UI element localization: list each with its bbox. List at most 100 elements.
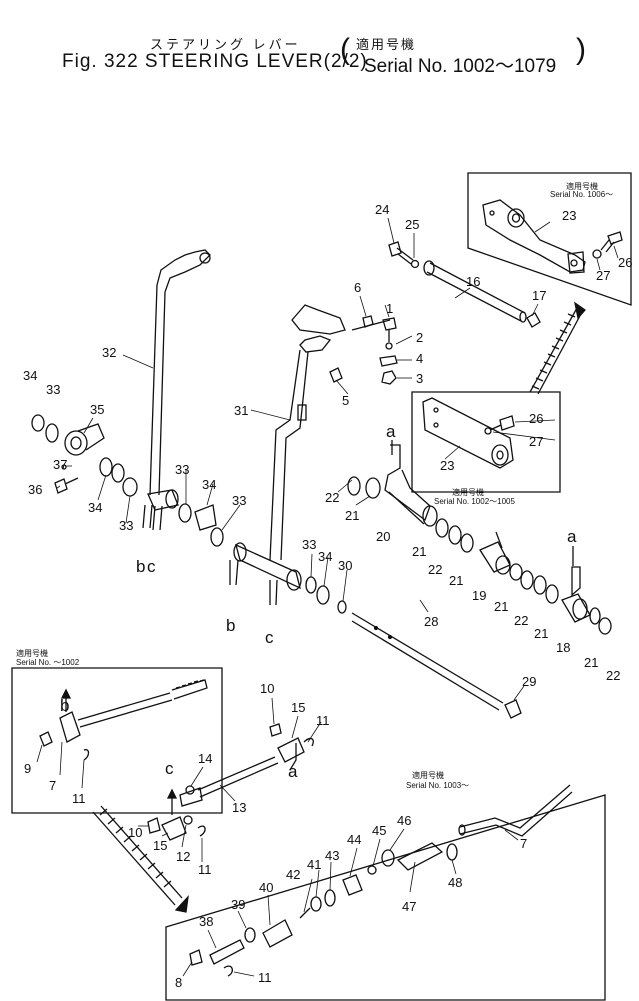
callout: 10 (260, 681, 274, 696)
lever-18 (561, 566, 591, 623)
callout: 11 (72, 791, 86, 806)
callout: 7 (520, 836, 527, 851)
bolt-24 (388, 241, 414, 265)
leader-lines (36, 217, 619, 977)
bushing-21-g (589, 607, 601, 625)
pin-11-lower (197, 825, 206, 837)
seal-22-a (347, 476, 361, 496)
bushing-43 (324, 889, 336, 907)
washer-25 (410, 259, 420, 269)
washer-27-middle (484, 427, 492, 435)
washer-27-top (592, 249, 602, 259)
callout: 1 (386, 301, 393, 316)
rod-left-inset (59, 679, 208, 743)
callout: 21 (449, 573, 463, 588)
callout: 21 (534, 626, 548, 641)
washer-14 (185, 785, 195, 795)
bushing-33-left (45, 423, 59, 443)
callout: 33 (302, 537, 316, 552)
letter-marker: a (567, 527, 577, 546)
callout: 34 (23, 368, 37, 383)
lever-32 (142, 249, 211, 531)
callout: 5 (342, 393, 349, 408)
pin-11-bottom (223, 965, 233, 977)
adapter-47 (396, 842, 444, 871)
callout: 18 (556, 640, 570, 655)
callout: 47 (402, 899, 416, 914)
callout: 13 (232, 800, 246, 815)
letter-marker: b (226, 616, 235, 635)
callout: 7 (49, 778, 56, 793)
sleeve-40 (262, 919, 293, 948)
spring-44 (342, 874, 363, 896)
callout: 34 (88, 500, 102, 515)
callout: 36 (28, 482, 42, 497)
callout: 29 (522, 674, 536, 689)
japanese-applicable-label: 適用号機 (356, 37, 417, 52)
letter-marker: c (165, 759, 174, 778)
callout: 2 (416, 330, 423, 345)
callout: 26 (618, 255, 632, 270)
inset-left-serial: Serial No. ～1002 (16, 658, 80, 667)
inset-top-right-jp: 適用号機 (566, 181, 598, 191)
japanese-title: ステアリング レバー (150, 37, 301, 52)
nut-46 (381, 849, 395, 867)
callout: 17 (532, 288, 546, 303)
callout: 33 (232, 493, 246, 508)
yoke-15 (161, 816, 187, 841)
callout: 21 (494, 599, 508, 614)
striped-arrow-to-bottom-inset (92, 805, 189, 913)
seal-34-b (194, 504, 217, 531)
inset-bottom-serial: Serial No. 1003～ (406, 781, 469, 790)
letter-marker: a (288, 762, 298, 781)
callout: 42 (286, 867, 300, 882)
bushing-21-e (533, 575, 547, 595)
cam-35 (64, 423, 105, 456)
pin-11-upper (303, 737, 314, 747)
callout: 6 (354, 280, 361, 295)
inset-captions: 適用号機 Serial No. 1006～ 適用号機 Serial No. 10… (16, 181, 613, 790)
callout: 15 (291, 700, 305, 715)
callout: 23 (562, 208, 576, 223)
seal-22-c (520, 570, 534, 590)
callout: 3 (416, 371, 423, 386)
callout: 14 (198, 751, 212, 766)
callout: 10 (128, 825, 142, 840)
figure-title: Fig. 322 STEERING LEVER(2/2) (62, 51, 368, 72)
lever-20 (384, 444, 438, 527)
callout: 28 (424, 614, 438, 629)
callout: 33 (46, 382, 60, 397)
callout: 21 (412, 544, 426, 559)
seal-22-d (598, 617, 612, 635)
letter-marker: b (136, 557, 145, 576)
seal-34-c (316, 585, 330, 605)
callout: 22 (325, 490, 339, 505)
callout: 25 (405, 217, 419, 232)
letter-marker: a (386, 422, 396, 441)
callout: 26 (529, 411, 543, 426)
striped-arrow-to-top-inset (529, 301, 586, 395)
letter-marker: c (147, 557, 156, 576)
plate-4 (379, 355, 398, 367)
callout: 33 (119, 518, 133, 533)
callout: 30 (338, 558, 352, 573)
bushing-33-e (305, 576, 317, 594)
inset-bottom (165, 794, 606, 1001)
inset-top-right-serial: Serial No. 1006～ (550, 190, 613, 199)
callout: 20 (376, 529, 390, 544)
callout: 19 (472, 588, 486, 603)
letter-marker: c (265, 628, 274, 647)
bolt-1 (382, 317, 397, 342)
callout-labels: 1 2 3 4 5 6 16 17 23 24 25 26 27 26 27 2… (23, 202, 632, 990)
fitting-30 (337, 600, 347, 614)
inset-left-jp: 適用号機 (16, 648, 48, 658)
bracket-23-middle (422, 397, 514, 469)
ring-37 (61, 464, 67, 470)
diagram-header: ステアリング レバー 適用号機 Fig. 322 STEERING LEVER(… (0, 0, 639, 90)
callout: 11 (198, 862, 212, 877)
callout: 32 (102, 345, 116, 360)
callout: 21 (345, 508, 359, 523)
shaft-28 (351, 612, 504, 711)
letter-markers: b c b c a a b c a (60, 422, 577, 781)
bushing-21-c (460, 533, 474, 553)
